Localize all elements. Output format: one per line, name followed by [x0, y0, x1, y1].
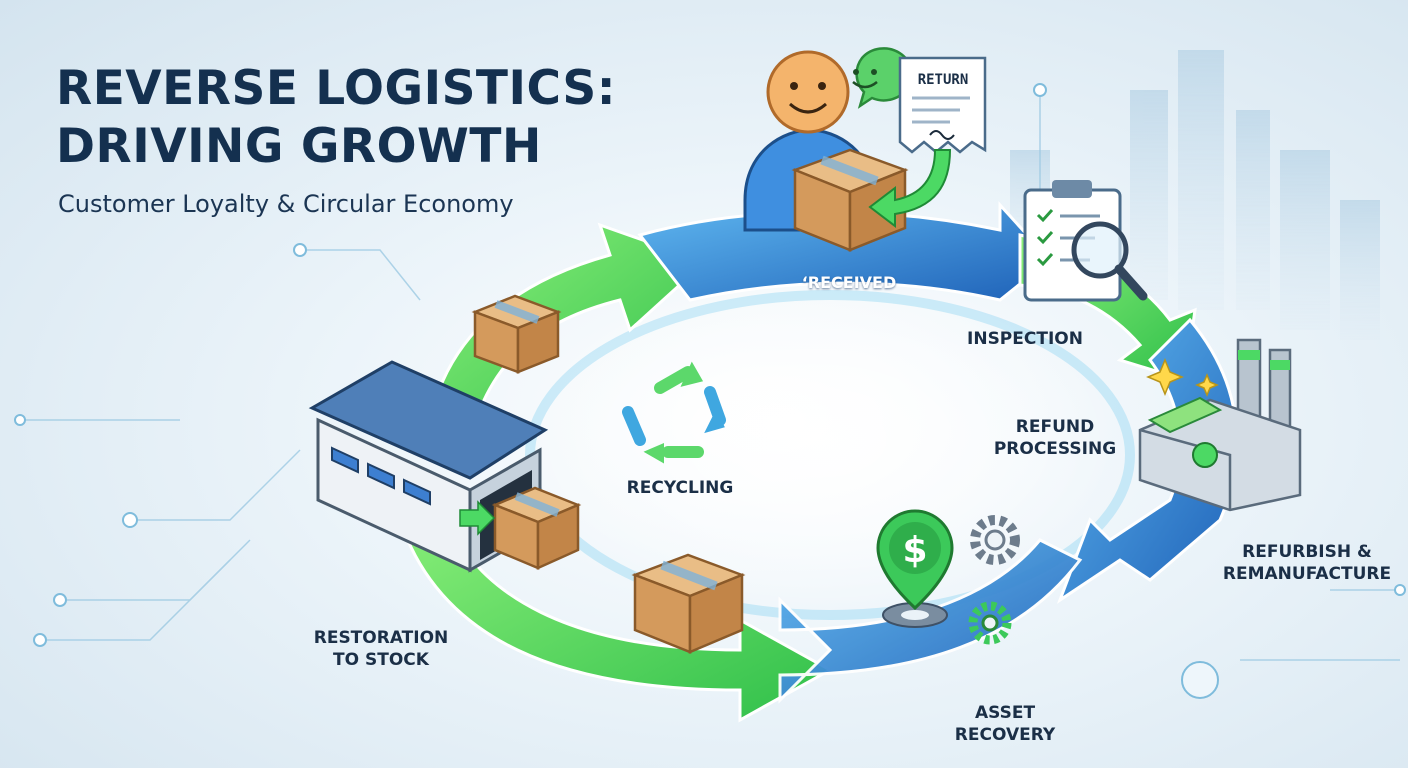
- chat-icon: [852, 47, 913, 109]
- sparkle-icon: [1146, 358, 1219, 397]
- page-subtitle: Customer Loyalty & Circular Economy: [58, 190, 514, 218]
- stage-received-label: ‘RECEIVED: [801, 273, 897, 292]
- gears-icon: [968, 515, 1020, 645]
- magnifying-glass-icon: [1071, 221, 1148, 301]
- cardboard-box-icon: [631, 553, 746, 654]
- into-warehouse-arrow-icon: [459, 500, 496, 536]
- title-line-2: DRIVING GROWTH: [56, 119, 542, 174]
- cardboard-box-icon: [471, 294, 562, 374]
- page-title: REVERSE LOGISTICS: DRIVING GROWTH: [56, 60, 616, 176]
- blue-arrow-right: [1056, 317, 1239, 604]
- warehouse-icon: [308, 360, 549, 573]
- stage-asset-recovery-label: ASSET RECOVERY: [954, 703, 1056, 745]
- return-receipt-icon: RETURN: [898, 56, 987, 154]
- dollar-pin-icon: $: [876, 509, 954, 628]
- green-arrow-lower: [398, 497, 834, 723]
- stage-inspection-label: INSPECTION: [967, 329, 1083, 349]
- circuit-nodes: [14, 83, 1406, 699]
- stage-recycling-label: RECYCLING: [626, 478, 734, 498]
- svg-text:$: $: [902, 530, 927, 571]
- title-line-1: REVERSE LOGISTICS:: [56, 61, 616, 116]
- cardboard-box-icon: [491, 486, 582, 570]
- recycle-icon: [622, 361, 726, 464]
- receipt-label: RETURN: [918, 72, 969, 88]
- circuit-lines: [20, 90, 1400, 661]
- center-glow: [520, 270, 1120, 610]
- factory-icon: [1138, 338, 1302, 512]
- stage-restoration-label: RESTORATION TO STOCK: [313, 628, 449, 670]
- stage-refurbish-label: REFURBISH & REMANUFACTURE: [1222, 542, 1392, 584]
- stage-refund-processing-label: REFUND PROCESSING: [993, 417, 1117, 459]
- return-arrow-icon: [868, 149, 952, 229]
